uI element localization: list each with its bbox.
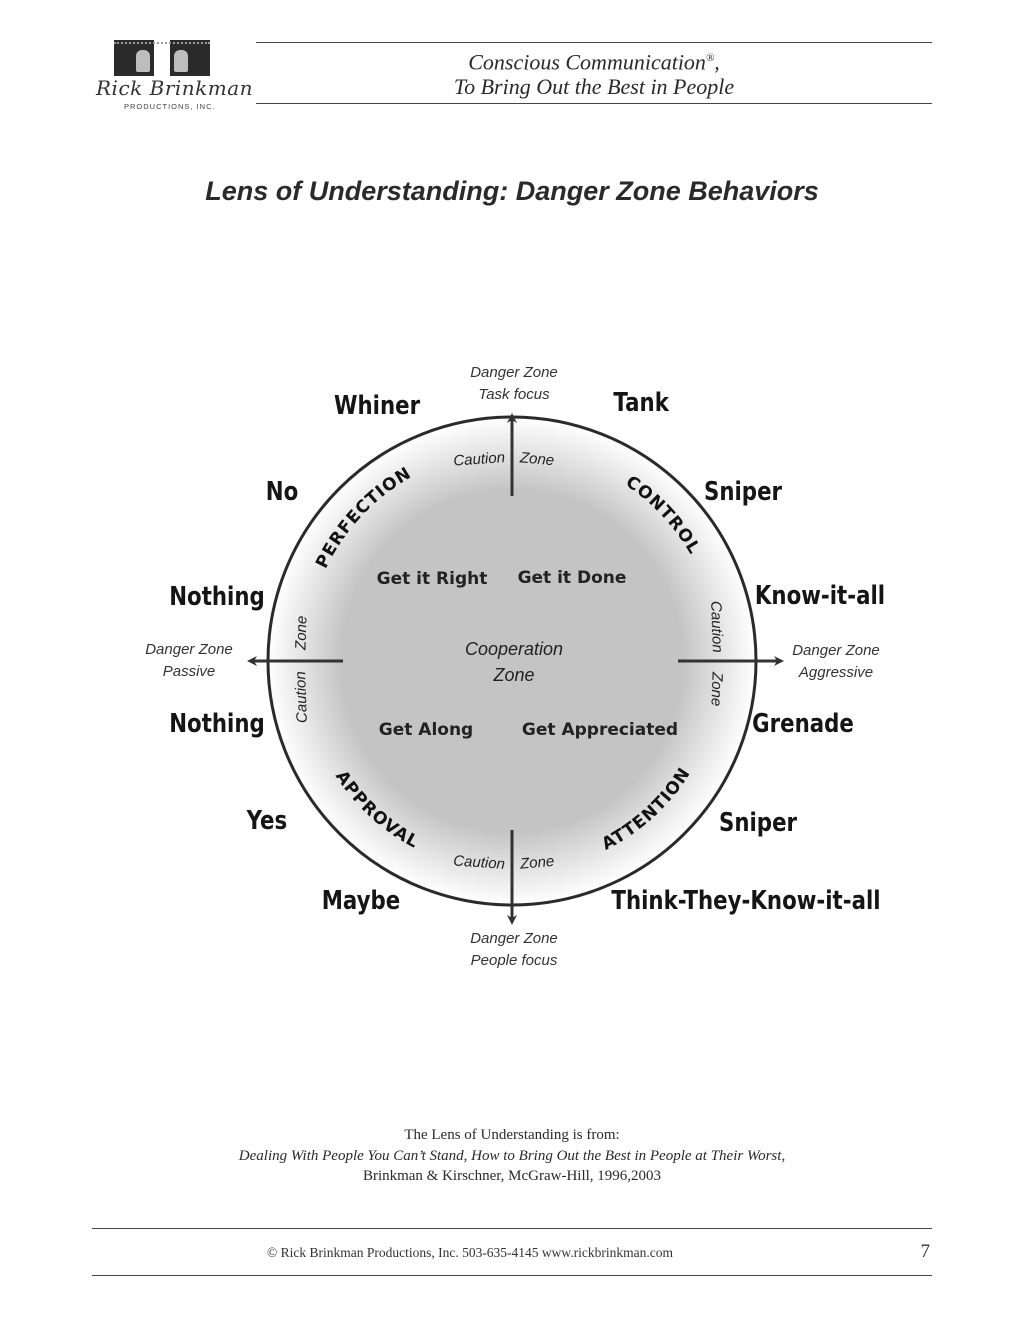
footer-copyright: © Rick Brinkman Productions, Inc. 503-63…	[266, 1245, 674, 1260]
citation-book-title: Dealing With People You Can’t Stand, How…	[238, 1148, 786, 1164]
behavior-whiner: Whiner	[334, 390, 420, 421]
page-number: 7	[920, 1241, 931, 1262]
danger-zone-top-sublabel: Task focus	[478, 386, 550, 403]
behavior-sniper-top: Sniper	[704, 476, 782, 507]
danger-zone-right-sublabel: Aggressive	[798, 664, 873, 681]
behavior-maybe: Maybe	[322, 885, 401, 916]
behavior-nothing-top: Nothing	[169, 581, 265, 612]
behavior-tank: Tank	[613, 387, 670, 418]
zone-label-right: Zone	[707, 671, 725, 707]
citation-line1: The Lens of Understanding is from:	[404, 1127, 620, 1143]
logo-face-left	[114, 40, 154, 76]
cooperation-zone-sublabel: Zone	[492, 665, 534, 685]
danger-zone-left-label: Danger Zone	[145, 641, 233, 658]
caution-label-left: Caution	[292, 671, 311, 723]
behavior-yes: Yes	[246, 805, 288, 836]
behavior-think-they-know-it-all: Think-They-Know-it-all	[611, 885, 880, 916]
goal-get-it-done: Get it Done	[518, 568, 627, 588]
header-title-line2: To Bring Out the Best in People	[453, 74, 735, 99]
page-title: Lens of Understanding: Danger Zone Behav…	[205, 176, 819, 206]
header-top-rule	[256, 42, 932, 43]
goal-get-appreciated: Get Appreciated	[522, 720, 678, 740]
caution-label-top: Caution	[453, 449, 506, 470]
zone-label-top: Zone	[518, 449, 555, 469]
danger-zone-right-label: Danger Zone	[792, 642, 880, 659]
header-bottom-rule	[256, 103, 932, 104]
caution-label-right: Caution	[707, 601, 726, 653]
danger-zone-bottom-sublabel: People focus	[471, 952, 558, 969]
citation-authors: Brinkman & Kirschner, McGraw-Hill, 1996,…	[362, 1168, 662, 1184]
behavior-sniper-bottom: Sniper	[719, 807, 797, 838]
company-logo: Rick Brinkman PRODUCTIONS, INC.	[92, 36, 253, 118]
goal-get-along: Get Along	[379, 720, 473, 740]
behavior-know-it-all: Know-it-all	[755, 580, 885, 611]
logo-face-right	[170, 40, 210, 76]
caution-label-bottom: Caution	[453, 852, 506, 873]
logo-dots	[114, 42, 210, 46]
danger-zone-top-label: Danger Zone	[470, 364, 558, 381]
goal-get-it-right: Get it Right	[377, 569, 488, 589]
behavior-nothing-bottom: Nothing	[169, 708, 265, 739]
danger-zone-bottom-label: Danger Zone	[470, 930, 558, 947]
footer-bottom-rule	[92, 1275, 932, 1276]
header-title-line1: Conscious Communication®,	[468, 49, 720, 75]
behavior-no: No	[266, 476, 298, 507]
danger-zone-left-sublabel: Passive	[163, 663, 216, 680]
cooperation-zone-label: Cooperation	[465, 639, 563, 659]
footer-top-rule	[92, 1228, 932, 1229]
logo-name: Rick Brinkman	[96, 76, 254, 100]
zone-label-left: Zone	[292, 615, 310, 651]
zone-label-bottom: Zone	[518, 853, 555, 873]
logo-subtitle: PRODUCTIONS, INC.	[124, 102, 216, 111]
behavior-grenade: Grenade	[752, 708, 854, 739]
